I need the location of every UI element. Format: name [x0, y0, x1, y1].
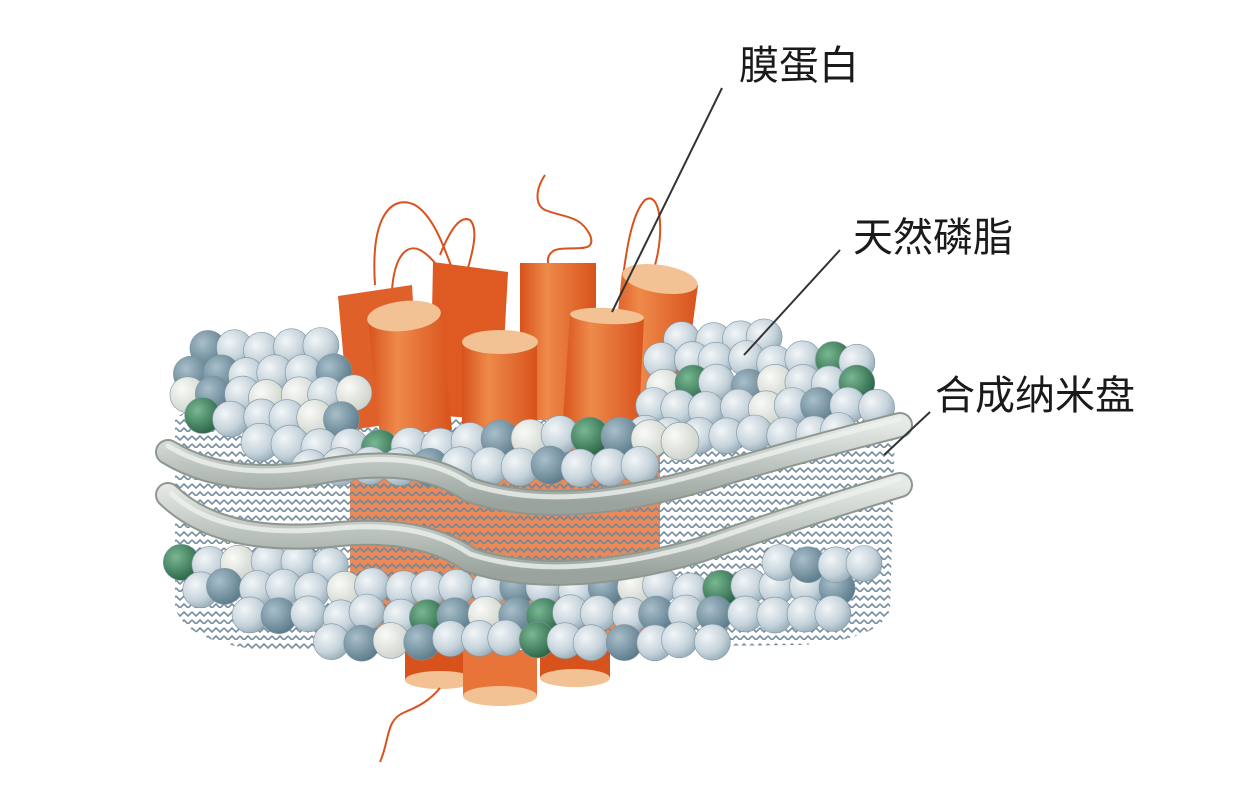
lipid-head [661, 621, 698, 659]
lipid-head [572, 624, 610, 662]
membrane-protein-lower-ends [379, 640, 610, 763]
lipid-head [845, 545, 883, 582]
lipid-head [290, 595, 327, 633]
lipid-head [212, 400, 249, 438]
lipid-head [206, 567, 243, 605]
membrane-protein-icon [338, 174, 698, 440]
label-natural-phospholipid: 天然磷脂 [853, 215, 1013, 261]
leader-line-membrane-protein [611, 87, 723, 313]
leader-line-phospholipid [743, 249, 841, 356]
msp-belt-icon [155, 412, 913, 516]
lipid-head [348, 593, 386, 631]
lipid-head [814, 595, 852, 632]
lipid-head [660, 421, 700, 461]
leader-lines [611, 87, 931, 456]
phospholipid-lower-leaflet [163, 543, 883, 662]
label-synthetic-nanodisc: 合成纳米盘 [935, 373, 1135, 419]
msp-belt-group [155, 472, 913, 586]
lipid-head [487, 619, 525, 657]
lipid-head [694, 623, 731, 661]
leader-line-nanodisc [883, 411, 931, 456]
label-membrane-protein: 膜蛋白 [739, 43, 859, 89]
